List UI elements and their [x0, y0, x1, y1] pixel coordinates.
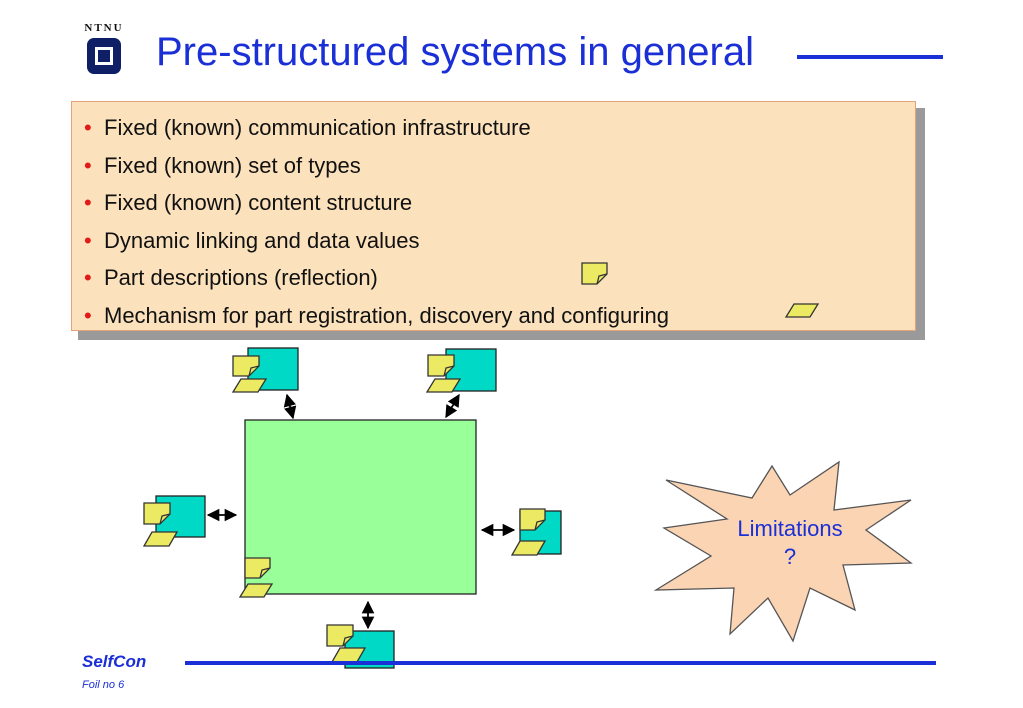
logo-emblem-icon [87, 38, 121, 74]
arrow-top-left [283, 393, 297, 420]
bullet-dot: • [84, 265, 92, 290]
bullet-text: Mechanism for part registration, discove… [104, 302, 669, 328]
parallelogram-icon [784, 303, 820, 318]
starburst-label-line2: ? [783, 544, 797, 569]
bullet-item: • Fixed (known) content structure [82, 184, 669, 222]
arrow-top-right [445, 393, 460, 419]
part-component-top-right [425, 348, 497, 393]
bullet-dot: • [84, 152, 92, 178]
bullet-text: Fixed (known) communication infrastructu… [104, 115, 531, 140]
bullet-item: • Fixed (known) communication infrastruct… [82, 109, 669, 147]
limitations-starburst [653, 460, 913, 643]
bullet-text: Fixed (known) set of types [104, 152, 361, 178]
bullet-panel: • Fixed (known) communication infrastruct… [71, 101, 916, 331]
part-component-left [142, 495, 206, 547]
bullet-text: Part descriptions (reflection) [104, 265, 378, 290]
bullet-list: • Fixed (known) communication infrastruct… [82, 109, 669, 334]
title-rule [797, 55, 943, 59]
bullet-dot: • [84, 302, 92, 328]
logo-text: NTNU [84, 22, 124, 34]
footer-foil-number: Foil no 6 [82, 679, 125, 691]
central-component-box [244, 419, 477, 595]
footer-rule [185, 661, 936, 665]
bullet-item: • Dynamic linking and data values [82, 222, 669, 260]
note-icon [581, 262, 608, 285]
central-note-icons [238, 557, 274, 598]
starburst-label-line1: Limitations [737, 516, 843, 541]
bullet-dot: • [84, 115, 92, 140]
part-component-right [510, 508, 562, 556]
bullet-dot: • [84, 190, 92, 215]
bullet-item: • Mechanism for part registration, discov… [82, 297, 669, 335]
bullet-text: Dynamic linking and data values [104, 227, 420, 253]
bullet-text: Fixed (known) content structure [104, 190, 413, 215]
starburst-label: Limitations ? [710, 515, 870, 571]
bullet-item: • Fixed (known) set of types [82, 147, 669, 185]
page-title: Pre-structured systems in general [156, 30, 755, 74]
bullet-dot: • [84, 227, 92, 253]
bullet-item: • Part descriptions (reflection) [82, 259, 669, 297]
ntnu-logo: NTNU [80, 22, 128, 78]
footer-brand: SelfCon [82, 652, 147, 671]
part-component-top-left [231, 347, 299, 393]
